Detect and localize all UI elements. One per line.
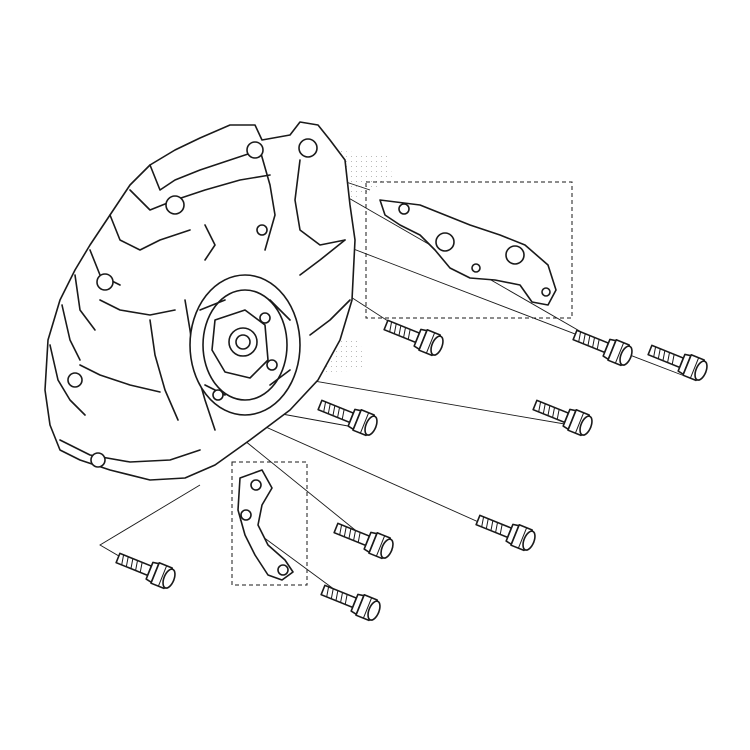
bolt-9 (318, 579, 384, 624)
engine-side-cover (44, 121, 392, 481)
lower-bracket (231, 461, 308, 586)
bolt-5 (530, 394, 596, 439)
bolt-6 (473, 509, 539, 554)
bolt-2 (570, 324, 636, 369)
bolt-7 (331, 517, 397, 562)
bolt-8 (113, 547, 179, 592)
upper-bracket (365, 181, 573, 319)
bolt-3 (645, 339, 711, 384)
bolt-1 (381, 314, 447, 359)
bolt-4 (315, 394, 381, 439)
